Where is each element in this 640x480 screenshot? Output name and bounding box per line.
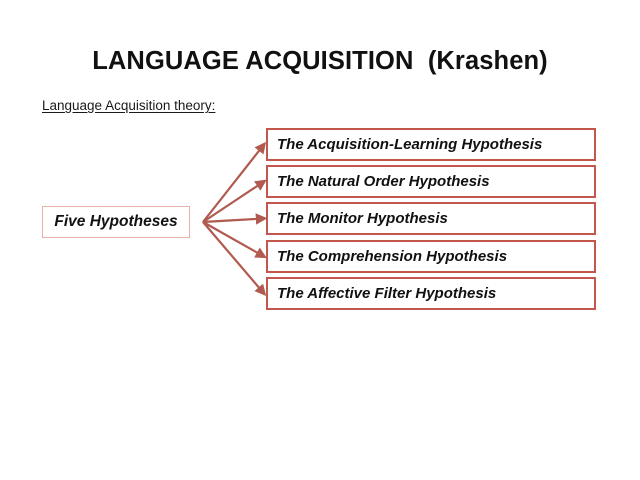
branch-node-1-label: The Acquisition-Learning Hypothesis: [277, 136, 543, 153]
branch-node-3-label: The Monitor Hypothesis: [277, 210, 448, 227]
branch-node-5-label: The Affective Filter Hypothesis: [277, 285, 497, 302]
source-node-label: Five Hypotheses: [54, 213, 178, 230]
source-node-five-hypotheses: Five Hypotheses: [42, 206, 190, 238]
page-title: LANGUAGE ACQUISITION (Krashen): [92, 47, 548, 75]
branch-node-2-label: The Natural Order Hypothesis: [277, 173, 490, 190]
branch-node-1: The Acquisition-Learning Hypothesis: [266, 128, 596, 161]
arrow-to-branch-3: [202, 213, 268, 225]
branch-node-4-label: The Comprehension Hypothesis: [277, 248, 508, 265]
branch-node-5: The Affective Filter Hypothesis: [266, 277, 596, 310]
branch-node-4: The Comprehension Hypothesis: [266, 240, 596, 273]
arrow-to-branch-2: [202, 179, 267, 223]
branch-node-3: The Monitor Hypothesis: [266, 202, 596, 235]
arrow-to-branch-1: [202, 141, 267, 223]
arrow-to-branch-5: [202, 221, 267, 297]
branch-node-2: The Natural Order Hypothesis: [266, 165, 596, 198]
section-subtitle: Language Acquisition theory:: [42, 98, 216, 113]
arrow-to-branch-4: [202, 221, 267, 259]
